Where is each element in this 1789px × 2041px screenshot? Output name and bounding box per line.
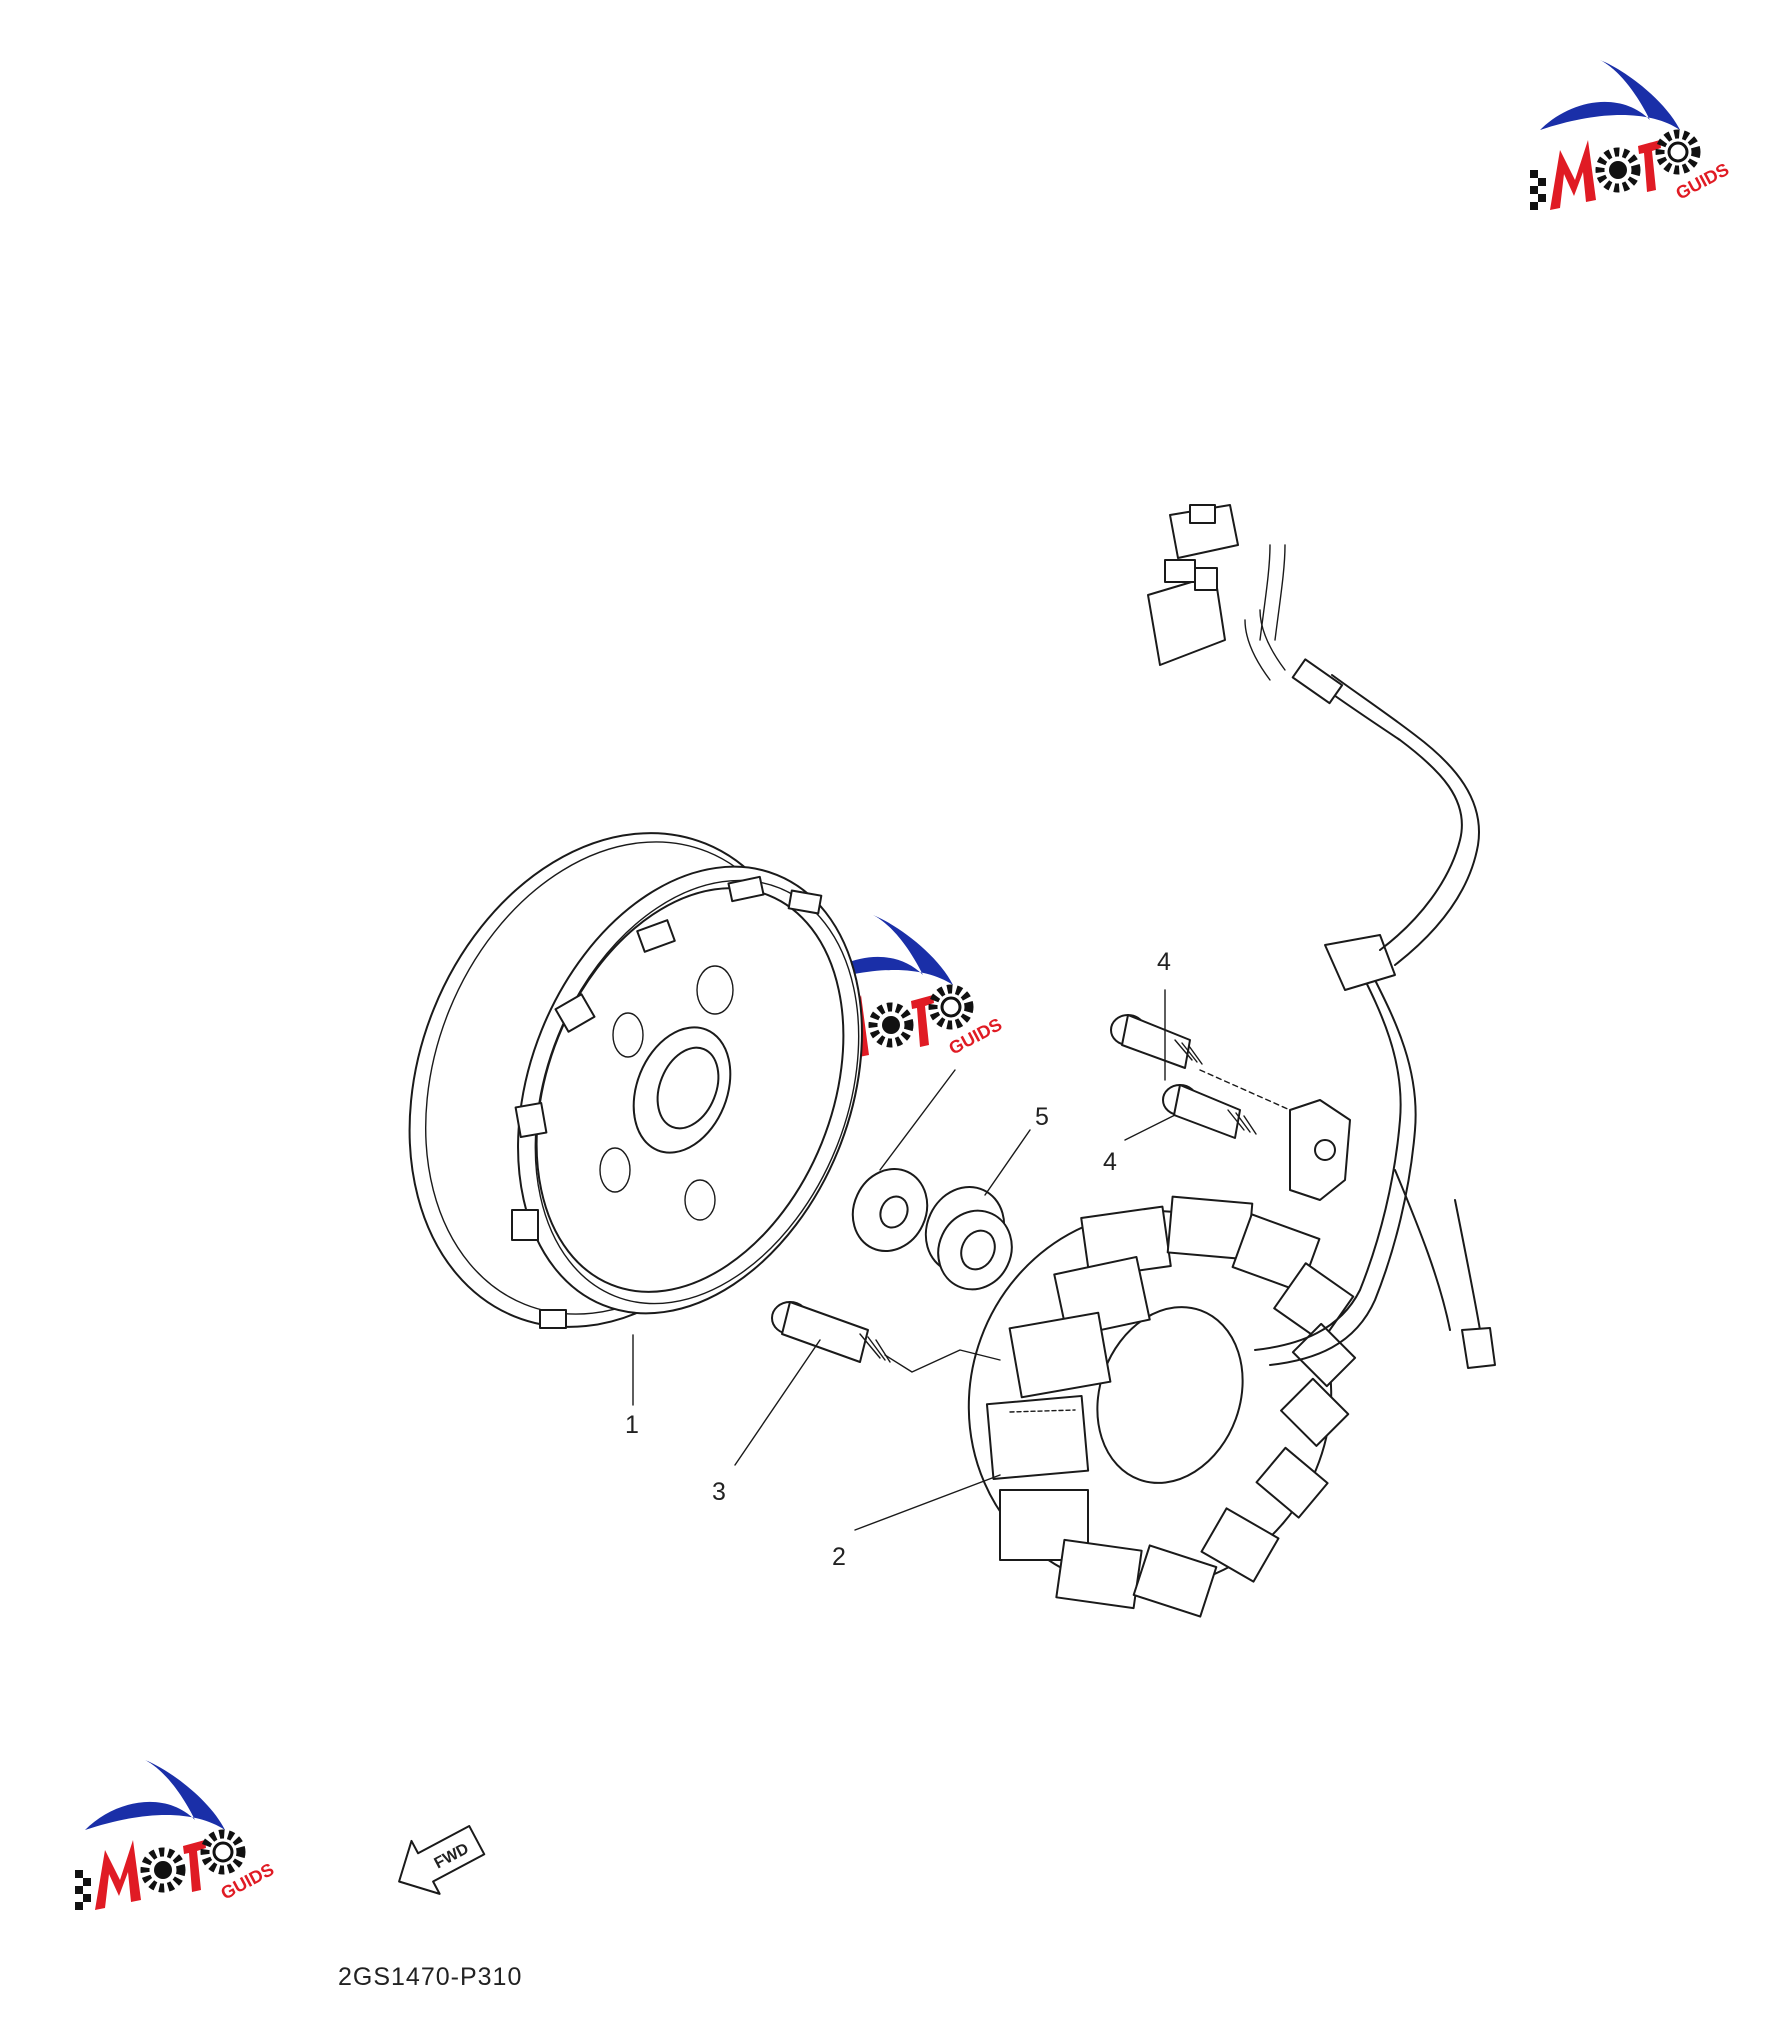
part-screw-4b (1162, 1084, 1257, 1139)
brand-logo-suffix: GUIDS (1672, 159, 1732, 203)
part-washer (851, 1168, 929, 1252)
callout-1: 1 (625, 1411, 639, 1439)
callout-2: 2 (832, 1543, 846, 1571)
callout-5: 5 (1035, 1103, 1049, 1131)
brand-logo-top-right: GUIDS (1530, 60, 1732, 210)
callout-3: 3 (712, 1478, 726, 1506)
brand-logo-suffix: GUIDS (945, 1014, 1005, 1058)
part-rotor (408, 832, 863, 1329)
part-bolt-3 (771, 1301, 1001, 1373)
callout-4-middle: 4 (1103, 1148, 1117, 1176)
part-code: 2GS1470-P310 (338, 1963, 522, 1991)
brand-logo-bottom-left: GUIDS (75, 1760, 277, 1910)
callout-4-top: 4 (1157, 948, 1171, 976)
part-stator (967, 504, 1496, 1618)
brand-logo-suffix: GUIDS (217, 1859, 277, 1903)
leader-lines (632, 989, 1176, 1531)
part-screw-4a (1110, 1014, 1291, 1111)
part-nut-5 (924, 1186, 1013, 1291)
forward-arrow: FWD (398, 1825, 486, 1895)
